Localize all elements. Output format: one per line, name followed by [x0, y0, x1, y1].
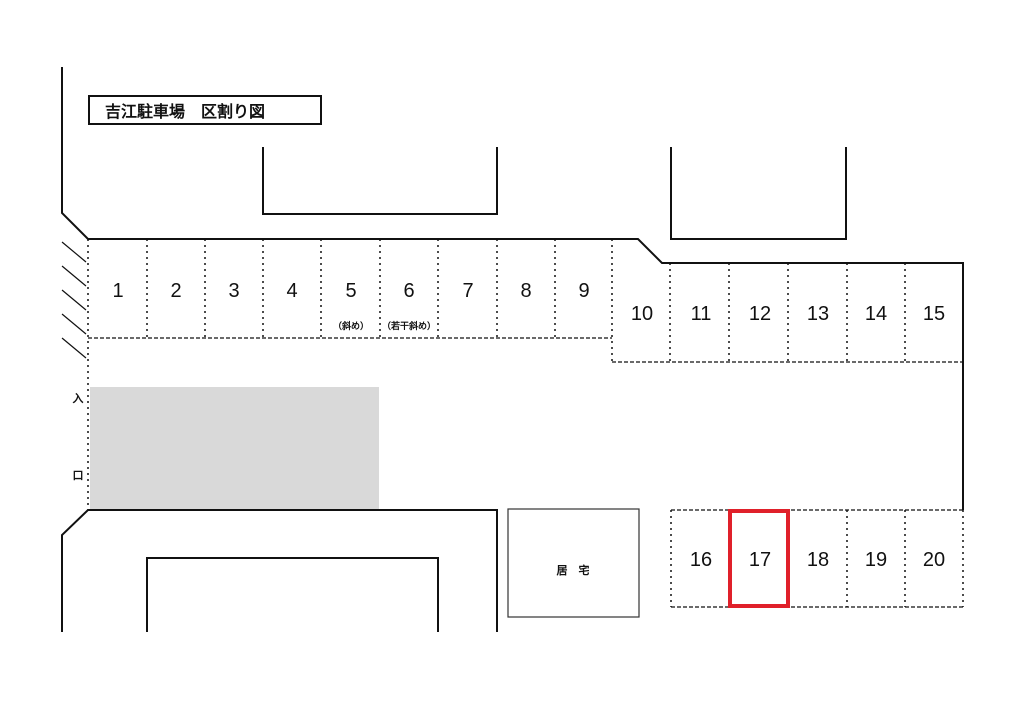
spot-row-bottom [670, 509, 964, 608]
building-lower-left [146, 557, 439, 632]
spot-3[interactable]: 3 [228, 280, 239, 302]
spot-2[interactable]: 2 [170, 280, 181, 302]
spot-6[interactable]: 6 [403, 280, 414, 302]
spot-6-note: （若干斜め） [382, 320, 436, 332]
building-upper-left [262, 147, 498, 215]
entrance-char-1: 入 [73, 392, 84, 405]
spot-18[interactable]: 18 [807, 549, 829, 571]
spot-9[interactable]: 9 [578, 280, 589, 302]
entrance-hatching [61, 241, 87, 359]
spot-row-top [87, 239, 613, 510]
house-building [507, 508, 640, 618]
house-label: 居 宅 [557, 563, 590, 577]
title-box [88, 95, 322, 125]
building-upper-right [670, 147, 847, 240]
gray-area [90, 387, 379, 509]
spot-7[interactable]: 7 [462, 280, 473, 302]
spot-5[interactable]: 5 [345, 280, 356, 302]
spot-10[interactable]: 10 [631, 303, 653, 325]
map-title: 吉江駐車場 区割り図 [105, 102, 265, 121]
spot-8[interactable]: 8 [520, 280, 531, 302]
spot-14[interactable]: 14 [865, 303, 887, 325]
spot-1[interactable]: 1 [112, 280, 123, 302]
spot-16[interactable]: 16 [690, 549, 712, 571]
spot-19[interactable]: 19 [865, 549, 887, 571]
spot-13[interactable]: 13 [807, 303, 829, 325]
entrance-char-2: 口 [73, 469, 84, 482]
boundary-wall-top [61, 67, 964, 510]
spot-15[interactable]: 15 [923, 303, 945, 325]
highlight-spot-17 [728, 509, 790, 608]
spot-11[interactable]: 11 [691, 303, 712, 325]
spot-20[interactable]: 20 [923, 549, 945, 571]
spot-5-note: （斜め） [333, 320, 369, 332]
spot-row-right [612, 263, 963, 363]
spot-12[interactable]: 12 [749, 303, 771, 325]
boundary-wall-bottom [61, 509, 498, 632]
spot-17[interactable]: 17 [749, 549, 771, 571]
spot-4[interactable]: 4 [286, 280, 297, 302]
